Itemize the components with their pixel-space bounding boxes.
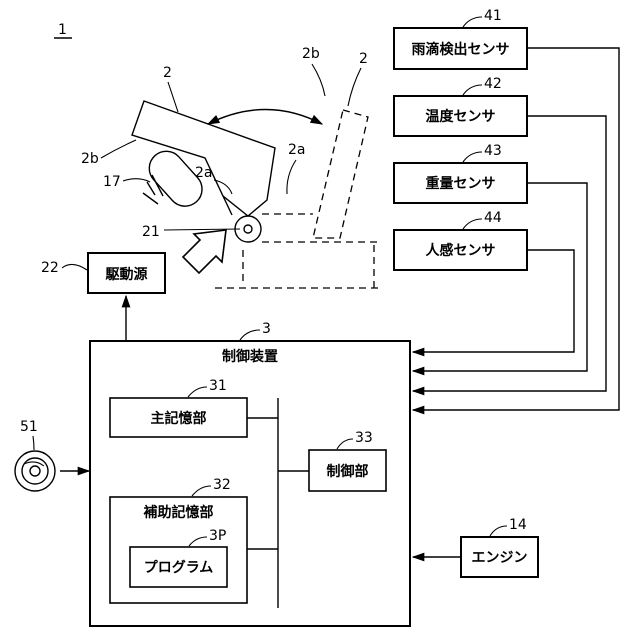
- hinge-inner: [244, 225, 252, 233]
- weight-sensor-label: 重量センサ: [426, 175, 496, 192]
- leader-disc: [33, 436, 34, 450]
- backrest-dashed: [313, 110, 368, 238]
- leader-cover: [123, 179, 150, 182]
- disc-icon: [15, 451, 55, 491]
- label-seat-part-solid: 2a: [195, 165, 213, 181]
- program-label: プログラム: [144, 559, 214, 576]
- leader-controller: [240, 330, 260, 340]
- leader-temp-sensor: [463, 85, 482, 95]
- program-ref: 3P: [209, 528, 226, 544]
- drive-source-label: 駆動源: [106, 266, 148, 283]
- seat-dashed-position: [215, 110, 378, 290]
- push-arrow: [183, 230, 226, 273]
- label-backrest-dashed: 2b: [302, 46, 320, 62]
- label-seat-solid: 2: [163, 65, 172, 81]
- figure-number: 1: [58, 22, 67, 38]
- main-memory-ref: 31: [209, 378, 227, 394]
- leader-engine: [490, 526, 507, 536]
- label-backrest-solid: 2b: [81, 151, 99, 167]
- main-memory-label: 主記憶部: [151, 410, 207, 427]
- weight-sensor-ref: 43: [484, 143, 502, 159]
- human-sensor-label: 人感センサ: [426, 242, 496, 259]
- label-cover: 17: [103, 174, 121, 190]
- label-hinge: 21: [142, 224, 160, 240]
- backrest-solid: [132, 101, 275, 216]
- label-seat-part-dashed: 2a: [288, 142, 306, 158]
- human-sensor-ref: 44: [484, 210, 502, 226]
- label-seat-dashed: 2: [359, 51, 368, 67]
- leader-rain-sensor: [463, 17, 482, 27]
- aux-memory-ref: 32: [213, 477, 231, 493]
- rotation-arrow: [208, 110, 322, 125]
- leader-weight-sensor: [463, 152, 482, 162]
- leader-human-sensor: [463, 219, 482, 229]
- rain-sensor-ref: 41: [484, 8, 502, 24]
- engine-ref: 14: [509, 517, 527, 533]
- leader-seat-part-dashed: [287, 160, 296, 194]
- leader-seat-dashed: [348, 68, 361, 106]
- leader-hinge: [164, 229, 240, 230]
- leader-backrest-solid: [101, 140, 136, 158]
- rain-sensor-label: 雨滴検出センサ: [412, 41, 510, 58]
- leader-seat-solid: [168, 82, 178, 112]
- controller-ref: 3: [262, 321, 271, 337]
- drive-source-ref: 22: [41, 260, 59, 276]
- temp-sensor-label: 温度センサ: [426, 108, 496, 125]
- control-unit-label: 制御部: [327, 463, 369, 480]
- temp-sensor-ref: 42: [484, 76, 502, 92]
- engine-label: エンジン: [472, 550, 528, 566]
- leader-drive-source: [62, 264, 87, 270]
- control-unit-ref: 33: [355, 430, 373, 446]
- aux-memory-label: 補助記憶部: [143, 504, 214, 521]
- disc-ref: 51: [20, 419, 38, 435]
- controller-label: 制御装置: [222, 348, 278, 365]
- leader-backrest-dashed: [312, 64, 325, 96]
